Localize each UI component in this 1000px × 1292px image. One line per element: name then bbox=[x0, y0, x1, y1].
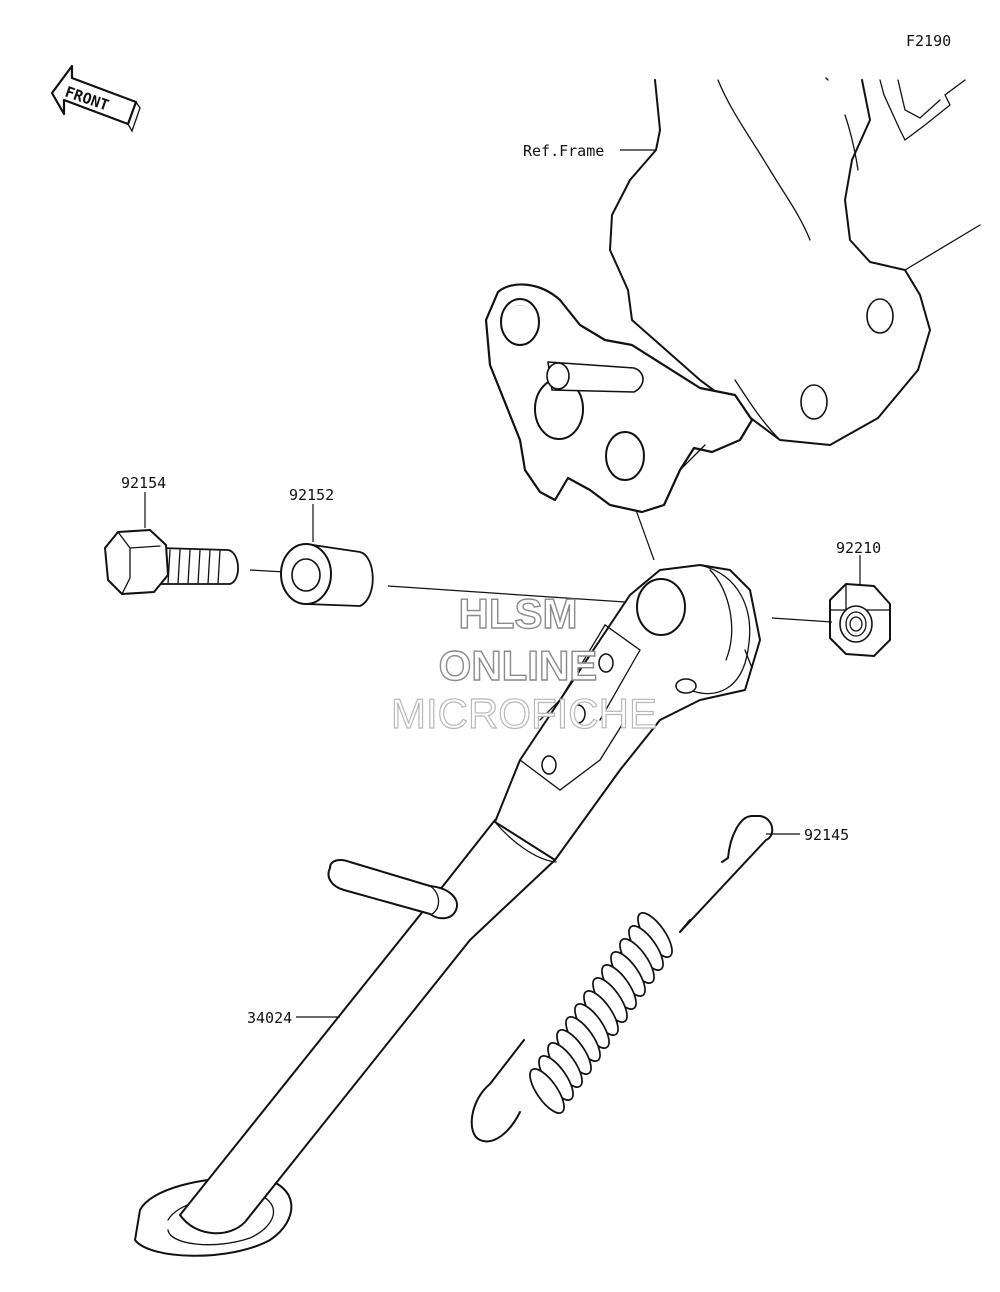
figure-code: F2190 bbox=[906, 32, 951, 50]
bolt-axis-line bbox=[249, 569, 286, 573]
watermark-line-3: MICROFICHE bbox=[391, 690, 657, 737]
front-arrow-icon: FRONT bbox=[50, 64, 141, 133]
collar-92152 bbox=[280, 543, 374, 607]
bolt-92154 bbox=[104, 529, 239, 595]
ref-frame-label: Ref.Frame bbox=[523, 142, 604, 160]
spring-92145 bbox=[470, 815, 774, 1143]
watermark-line-1: HLSM bbox=[459, 590, 578, 637]
nut-axis-line bbox=[771, 617, 833, 623]
part-number-92152: 92152 bbox=[289, 486, 334, 504]
side-stand-34024 bbox=[134, 564, 761, 1257]
stand-bracket bbox=[484, 283, 754, 514]
nut-92210 bbox=[829, 583, 891, 657]
watermark-line-2: ONLINE bbox=[439, 642, 598, 689]
part-number-92145: 92145 bbox=[804, 826, 849, 844]
spring-coils bbox=[529, 912, 673, 1114]
watermark: HLSM ONLINE MICROFICHE bbox=[390, 589, 657, 737]
frame-reference bbox=[609, 77, 981, 446]
part-number-34024: 34024 bbox=[247, 1009, 292, 1027]
part-number-92154: 92154 bbox=[121, 474, 166, 492]
pivot-leader bbox=[635, 509, 655, 561]
part-number-92210: 92210 bbox=[836, 539, 881, 557]
pivot-axis-line bbox=[387, 585, 656, 605]
